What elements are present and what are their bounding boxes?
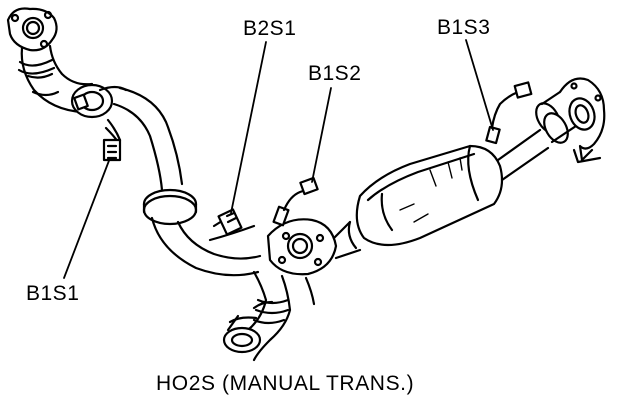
leader-b1s3: [466, 40, 493, 130]
leader-lines: [64, 40, 493, 278]
left-manifold-flange: [8, 8, 57, 50]
leader-b2s1: [231, 42, 266, 213]
leader-b1s1: [64, 158, 110, 278]
label-b2s1: B2S1: [243, 17, 297, 40]
catalytic-converter: [334, 146, 502, 258]
lower-y-pipe: [224, 272, 314, 360]
rear-flange: [560, 79, 604, 163]
left-pipe-long: [114, 88, 260, 275]
rear-pipe: [486, 82, 576, 180]
label-b1s2: B1S2: [308, 62, 362, 85]
right-bank-pipe: [210, 210, 254, 240]
y-pipe-flange: [268, 178, 336, 274]
label-b1s3: B1S3: [437, 16, 491, 39]
sensor-b1s1: [72, 85, 126, 160]
left-downpipe: [19, 46, 92, 112]
diagram-caption: HO2S (MANUAL TRANS.): [156, 372, 415, 395]
label-b1s1: B1S1: [26, 282, 80, 305]
leader-b1s2: [312, 88, 331, 182]
